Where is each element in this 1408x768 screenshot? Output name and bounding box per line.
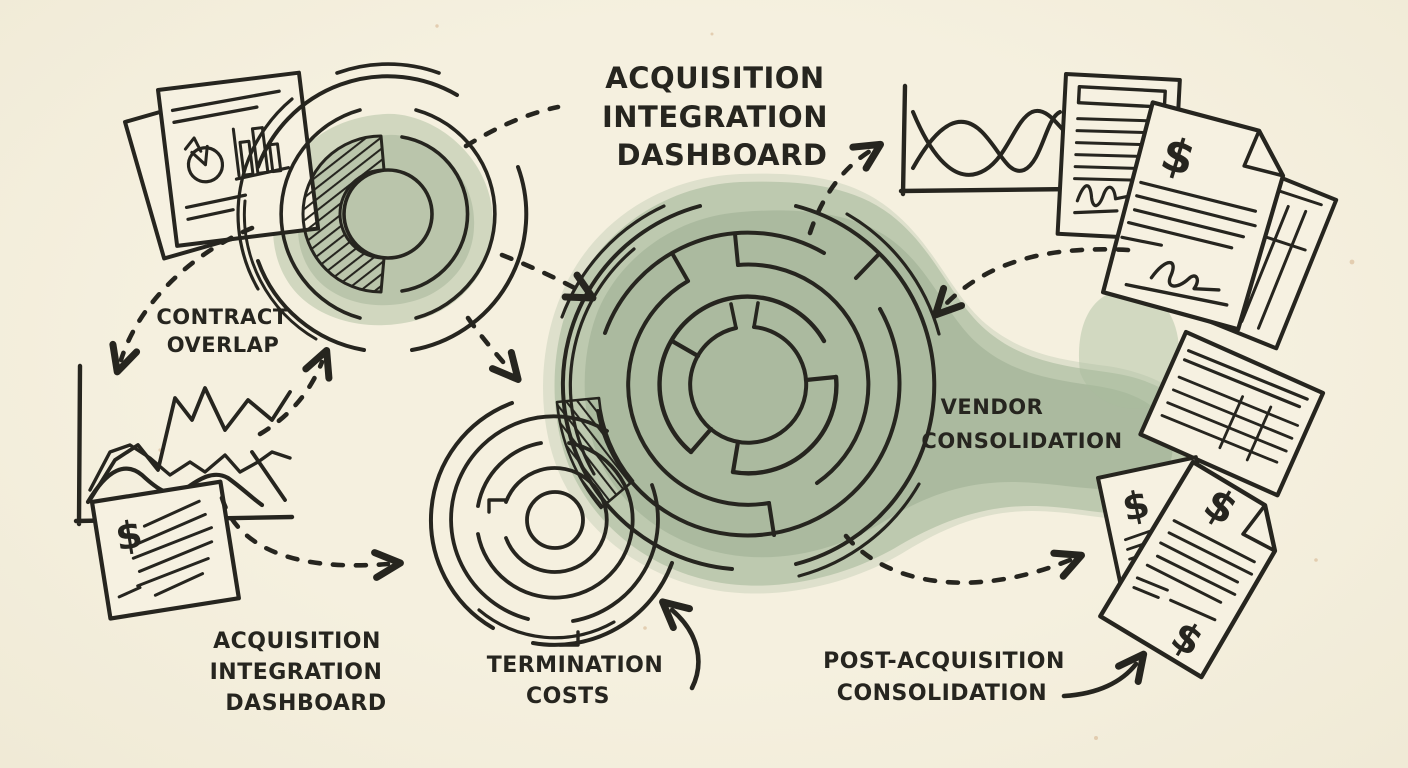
dashed-arrow-central-to-chart (807, 140, 885, 236)
contract-overlap-label: CONTRACT OVERLAP (156, 305, 287, 357)
title-line-1: ACQUISITION (605, 61, 824, 95)
contract-overlap-line-1: CONTRACT (156, 305, 287, 329)
dog-ear-fold (1242, 128, 1285, 178)
vendor-consolidation-line-1: VENDOR (941, 395, 1044, 419)
solid-arrow-postacq-label (1061, 650, 1148, 699)
chart-axes (898, 83, 1079, 197)
termination-costs-label: TERMINATION COSTS (487, 653, 664, 709)
sketch-ghost-arc (236, 97, 294, 291)
dog-ear-fold (1241, 503, 1277, 553)
vendor-consolidation-label: VENDOR CONSOLIDATION (921, 395, 1122, 453)
signed-contract-documents: $ (1055, 72, 1339, 351)
text-lines (1073, 117, 1166, 182)
dashed-arrow-maze-to-central (499, 252, 597, 302)
table-grid-page (1138, 329, 1326, 498)
text-lines (117, 499, 214, 599)
text-lines (1132, 519, 1256, 622)
connector-arrows (109, 104, 1131, 585)
hatched-ring-segment (301, 134, 386, 294)
dashed-arrow-reports-to-chart (109, 225, 255, 376)
acquisition-dashboard-line-2: INTEGRATION (210, 660, 383, 685)
wavy-line-chart (898, 83, 1079, 197)
dollar-page-large: $ $ (1098, 459, 1278, 680)
termination-costs-line-1: TERMINATION (487, 653, 664, 678)
dashed-arrow-dollardoc-to-small-maze (219, 495, 404, 581)
dashed-arrow-contracts-to-central (931, 247, 1131, 319)
dashed-arrow-chart-to-maze (257, 346, 333, 437)
vendor-consolidation-line-2: CONSOLIDATION (921, 429, 1122, 453)
table-grid (1160, 375, 1300, 464)
sketch-ghost-arc (477, 608, 616, 640)
sketch-ghost-arc (797, 482, 921, 578)
sketch-ghost-arc (242, 199, 318, 341)
title-line-2: INTEGRATION (602, 100, 828, 134)
central-maze (555, 204, 941, 578)
post-acquisition-label: POST-ACQUISITION CONSOLIDATION (823, 649, 1065, 706)
pie-chart-icon (183, 136, 225, 184)
dollar-document-left: $ (89, 479, 241, 621)
signature-icon (1124, 260, 1229, 307)
acquisition-dashboard-label: ACQUISITION INTEGRATION DASHBOARD (210, 629, 386, 716)
acquisition-dashboard-line-1: ACQUISITION (213, 629, 381, 654)
report-page-front (156, 70, 321, 248)
right-wash-bump (1078, 289, 1180, 409)
termination-costs-line-2: COSTS (526, 684, 610, 709)
title-label: ACQUISITION INTEGRATION DASHBOARD (602, 61, 828, 172)
signature-icon (1073, 184, 1134, 215)
contract-overlap-maze (236, 62, 529, 352)
text-lines (184, 193, 248, 221)
dashed-arrow-central-to-dollardocs (843, 533, 1086, 585)
dashed-leader-to-title (463, 104, 561, 149)
post-acquisition-line-1: POST-ACQUISITION (823, 649, 1065, 674)
central-wash (554, 181, 1200, 586)
contract-page: $ (1100, 100, 1286, 332)
acquisition-dashboard-line-3: DASHBOARD (225, 691, 386, 716)
post-acquisition-line-2: CONSOLIDATION (837, 681, 1047, 706)
solid-arrow-termination-label (659, 598, 701, 691)
solid-arrows (659, 598, 1148, 699)
text-lines (1120, 180, 1258, 250)
title-line-3: DASHBOARD (617, 138, 828, 172)
termination-costs-maze (429, 401, 674, 647)
dollar-documents-right: $ $ $ (1096, 329, 1326, 680)
text-lines (170, 89, 281, 124)
contract-overlap-line-2: OVERLAP (167, 333, 280, 357)
dashed-arrow-maze-to-small-maze (465, 315, 522, 383)
